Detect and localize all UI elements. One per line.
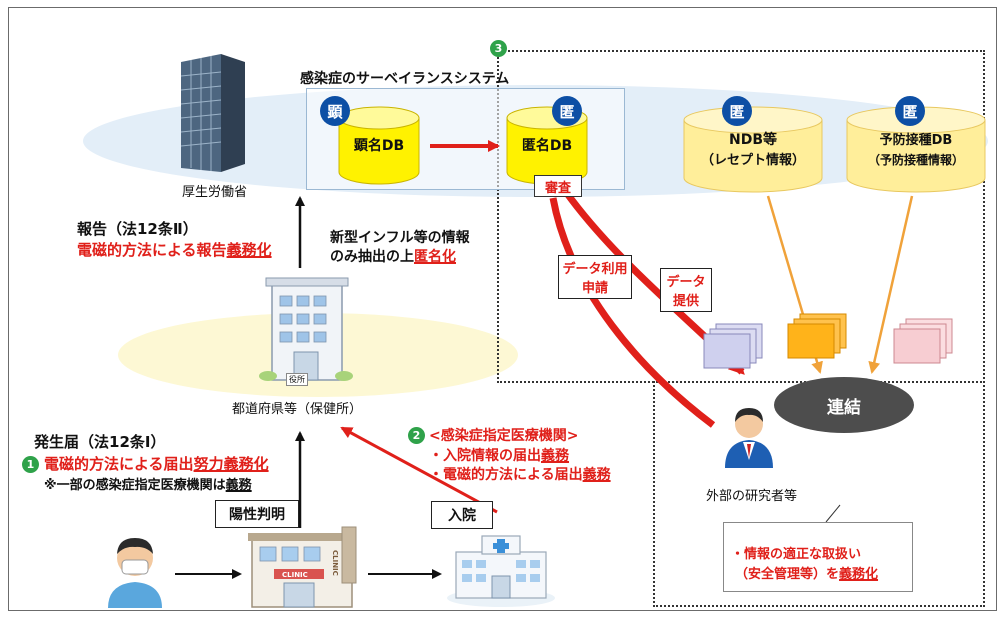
office-sign: 役所	[286, 373, 308, 386]
occurrence-title: 発生届（法12条Ⅰ）	[34, 433, 166, 451]
hospital-report-arrow	[340, 426, 498, 514]
patient-icon	[108, 538, 162, 608]
researcher-note-line2: （安全管理等）を義務化	[735, 563, 878, 582]
researcher-note-text: （安全管理等）を	[735, 567, 840, 582]
report-requirement-text: 電磁的方法による報告	[77, 241, 227, 259]
mhlw-building-icon	[180, 54, 245, 172]
data-request-label: データ利用 申請	[558, 255, 632, 299]
researcher-icon	[725, 408, 773, 468]
anonymous-data-boundary-lower	[653, 381, 985, 607]
ndb-icon	[683, 106, 823, 193]
diagram-frame	[8, 7, 997, 611]
step-1-badge: 1	[22, 456, 39, 473]
occurrence-requirement-emphasis: 努力義務化	[193, 455, 269, 473]
clinic-vertical-sign: CLINIC	[331, 550, 339, 576]
occurrence-note-text: ※一部の感染症指定医療機関は	[44, 478, 226, 493]
vacc-to-link-arrow	[868, 195, 914, 374]
occurrence-note-emphasis: 義務	[225, 478, 252, 493]
ndb-documents-icon	[787, 313, 847, 359]
vaccination-documents-icon	[893, 318, 953, 364]
vaccination-db-label-line1: 予防接種DB	[879, 133, 953, 148]
researcher-note-line1: ・情報の適正な取扱い	[731, 547, 862, 562]
researcher-note-emphasis: 義務化	[839, 567, 879, 582]
researcher-label: 外部の研究者等	[706, 489, 798, 504]
ndb-label-line2: （レセプト情報）	[700, 153, 805, 168]
report-title: 報告（法12条Ⅱ）	[77, 220, 198, 238]
designated-item1-text: ・入院情報の届出	[429, 448, 541, 464]
occurrence-requirement-text: 電磁的方法による届出	[44, 455, 194, 473]
researcher-obligation-note	[723, 522, 913, 592]
hospital-building-icon	[447, 535, 555, 607]
surveillance-system-title: 感染症のサーベイランスシステム	[300, 71, 510, 87]
named-badge: 顕	[320, 96, 350, 126]
note-connector	[825, 504, 841, 523]
anonymization-note-line2: のみ抽出の上匿名化	[330, 246, 456, 266]
designated-item1-emphasis: 義務	[541, 448, 569, 464]
positive-result-label: 陽性判明	[215, 500, 299, 528]
ndb-anonymous-badge: 匿	[722, 96, 752, 126]
anonymous-data-documents-icon	[703, 323, 763, 369]
anonymous-badge: 匿	[552, 96, 582, 126]
named-db-label: 顕名DB	[353, 138, 405, 154]
anonymous-data-boundary	[497, 50, 985, 383]
vaccination-anonymous-badge: 匿	[895, 96, 925, 126]
link-node: 連結	[774, 377, 914, 433]
review-label: 審査	[534, 175, 582, 197]
clinic-sign: CLINIC	[282, 571, 308, 579]
ndb-label-line1: NDB等	[728, 132, 777, 148]
data-request-line2: 申請	[581, 281, 608, 296]
data-provision-line1: データ	[666, 275, 706, 290]
vaccination-db-label-line2: （予防接種情報）	[867, 153, 964, 167]
admission-label: 入院	[431, 501, 493, 529]
anonymization-note-emphasis: 匿名化	[414, 249, 456, 265]
designated-item1: ・入院情報の届出義務	[429, 445, 569, 465]
anonymization-note-text: のみ抽出の上	[330, 249, 414, 265]
occurrence-note: ※一部の感染症指定医療機関は義務	[44, 474, 252, 493]
data-provision-label: データ 提供	[660, 268, 712, 312]
designated-item2-emphasis: 義務	[582, 467, 611, 483]
step-3-badge: 3	[490, 40, 507, 57]
anonymization-note-line1: 新型インフル等の情報	[330, 230, 470, 246]
step-2-badge: 2	[408, 427, 425, 444]
occurrence-requirement: 電磁的方法による届出努力義務化	[44, 453, 269, 474]
prefecture-building-icon	[259, 277, 353, 381]
link-label: 連結	[827, 397, 861, 418]
data-request-line1: データ利用	[562, 262, 628, 277]
designated-item2: ・電磁的方法による届出義務	[429, 464, 611, 484]
data-request-line	[549, 197, 716, 428]
anonymous-db-label: 匿名DB	[521, 138, 573, 154]
mhlw-label: 厚生労働省	[182, 185, 248, 200]
report-requirement-emphasis: 義務化	[226, 241, 272, 259]
named-db-icon	[338, 106, 420, 185]
data-provision-line2: 提供	[672, 294, 699, 309]
report-requirement: 電磁的方法による報告義務化	[77, 239, 272, 260]
prefecture-label: 都道府県等（保健所）	[232, 402, 363, 417]
designated-title: <感染症指定医療機関>	[429, 428, 579, 444]
designated-item2-text: ・電磁的方法による届出	[429, 467, 583, 483]
clinic-building-icon	[248, 526, 357, 608]
